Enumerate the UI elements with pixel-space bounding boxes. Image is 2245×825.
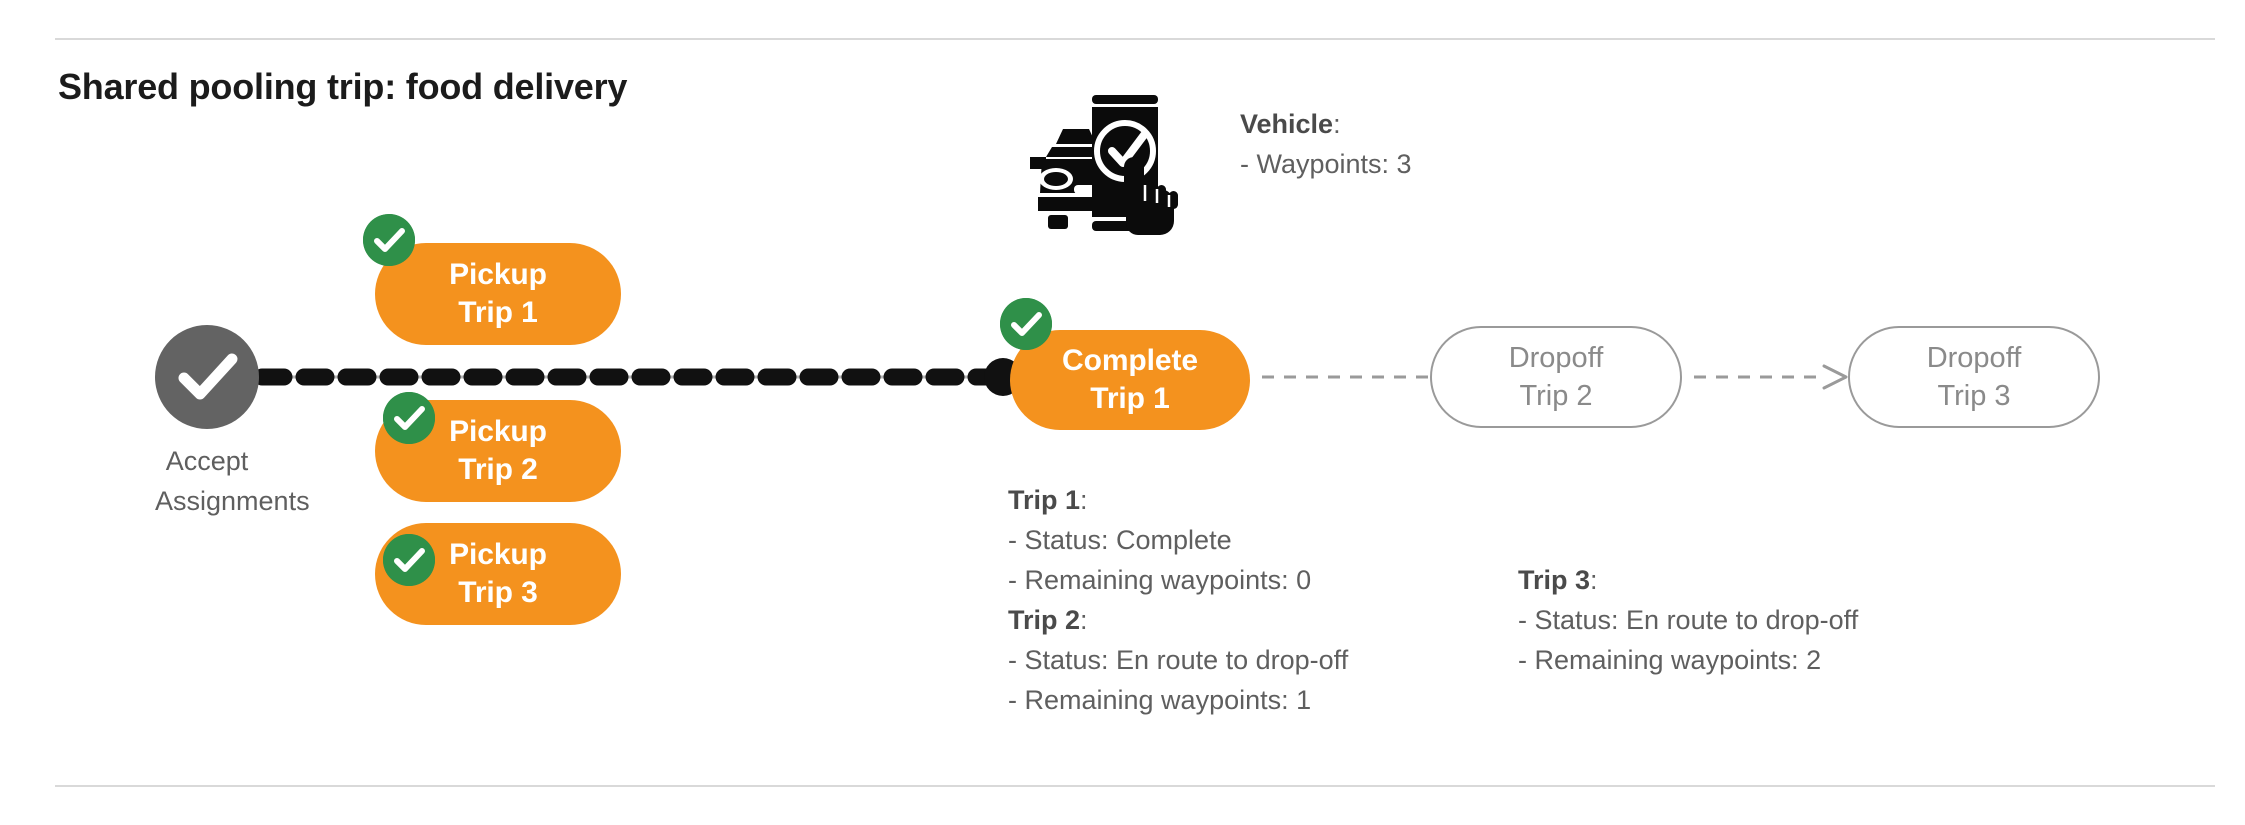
- node-accept-assignments[interactable]: Accept Assignments: [155, 325, 310, 521]
- pickup-2-line1: Pickup: [449, 415, 547, 448]
- check-badge-icon-complete-1: [1000, 298, 1052, 350]
- node-dropoff-trip-2[interactable]: Dropoff Trip 2: [1430, 326, 1682, 428]
- trip-details-left: Trip 1: - Status: Complete - Remaining w…: [1008, 480, 1348, 720]
- node-complete-trip-1[interactable]: Complete Trip 1: [1010, 330, 1250, 430]
- page-title: Shared pooling trip: food delivery: [58, 66, 628, 107]
- vehicle-heading-suffix: :: [1333, 109, 1341, 139]
- node-dropoff-trip-3[interactable]: Dropoff Trip 3: [1848, 326, 2100, 428]
- trip3-heading-row: Trip 3:: [1518, 560, 1858, 600]
- pickup-1-line2: Trip 1: [458, 296, 538, 329]
- check-badge-icon-pickup-3: [383, 534, 435, 586]
- check-circle-icon: [178, 353, 238, 400]
- check-badge-icon-pickup-1: [363, 214, 415, 266]
- pickup-2-line2: Trip 2: [458, 453, 538, 486]
- trip2-heading: Trip 2: [1008, 605, 1081, 635]
- trip1-status: - Status: Complete: [1008, 525, 1232, 555]
- trip3-status: - Status: En route to drop-off: [1518, 605, 1859, 635]
- node-pickup-trip-1[interactable]: Pickup Trip 1: [375, 243, 621, 345]
- pickup-1-line1: Pickup: [449, 258, 547, 291]
- trip2-status: - Status: En route to drop-off: [1008, 645, 1349, 675]
- trip-details-right: Trip 3: - Status: En route to drop-off -…: [1518, 560, 1858, 680]
- trip2-heading-suffix: :: [1080, 605, 1088, 635]
- accept-label-line2: Assignments: [155, 486, 310, 516]
- dropoff-2-line1: Dropoff: [1508, 342, 1604, 374]
- dropoff-3-line2: Trip 3: [1937, 380, 2011, 412]
- accept-label: Accept Assignments: [155, 441, 310, 521]
- check-badge-icon-pickup-2: [383, 392, 435, 444]
- pickup-3-line2: Trip 3: [458, 576, 538, 609]
- vehicle-heading-row: Vehicle:: [1240, 104, 1412, 144]
- arrowhead-icon: [1822, 364, 1848, 390]
- trip3-heading-suffix: :: [1590, 565, 1598, 595]
- dropoff-3-line1: Dropoff: [1926, 342, 2022, 374]
- vehicle-heading: Vehicle: [1240, 109, 1334, 139]
- pickup-3-line1: Pickup: [449, 538, 547, 571]
- trip1-heading: Trip 1: [1008, 485, 1081, 515]
- trip1-heading-row: Trip 1:: [1008, 480, 1348, 520]
- node-pickup-trip-2[interactable]: Pickup Trip 2: [375, 400, 621, 502]
- trip3-waypoints: - Remaining waypoints: 2: [1518, 645, 1822, 675]
- trip2-heading-row: Trip 2:: [1008, 600, 1348, 640]
- accept-circle: [155, 325, 259, 429]
- vehicle-waypoints: - Waypoints: 3: [1240, 149, 1412, 179]
- trip1-waypoints: - Remaining waypoints: 0: [1008, 565, 1312, 595]
- complete-1-line1: Complete: [1062, 344, 1198, 377]
- accept-label-line1: Accept: [165, 446, 249, 476]
- dropoff-2-line2: Trip 2: [1519, 380, 1593, 412]
- complete-1-line2: Trip 1: [1090, 382, 1170, 415]
- trip2-waypoints: - Remaining waypoints: 1: [1008, 685, 1312, 715]
- trip1-heading-suffix: :: [1080, 485, 1088, 515]
- top-divider: [55, 38, 2215, 40]
- car-phone-check-icon: [1030, 95, 1178, 235]
- trip3-heading: Trip 3: [1518, 565, 1591, 595]
- vehicle-info-block: Vehicle: - Waypoints: 3: [1240, 104, 1412, 184]
- bottom-divider: [55, 785, 2215, 787]
